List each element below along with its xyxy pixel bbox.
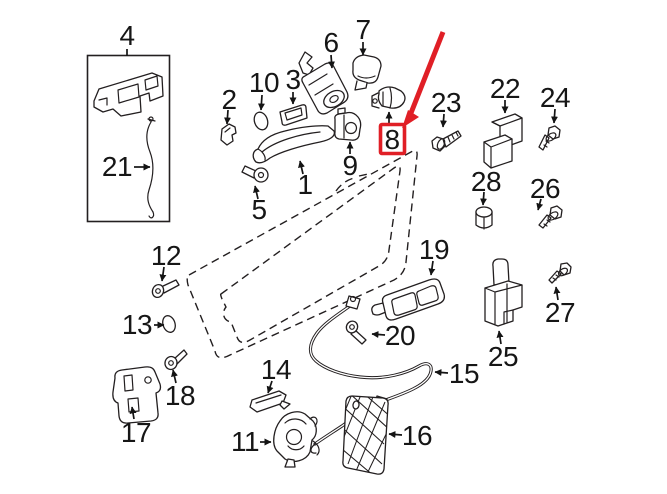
door-panel-outline — [186, 149, 418, 359]
part-24-bolt-drawing — [538, 125, 561, 151]
part-label-27[interactable]: 27 — [544, 297, 576, 328]
part-label-6[interactable]: 6 — [323, 27, 339, 58]
part-label-20[interactable]: 20 — [384, 320, 416, 351]
part-label-11[interactable]: 11 — [230, 426, 260, 457]
part-label-19[interactable]: 19 — [418, 234, 450, 265]
highlight-box — [378, 122, 407, 156]
part-26-bolt-drawing — [538, 205, 563, 229]
part-label-8[interactable]: 8 — [384, 124, 400, 155]
part-16-shield-drawing — [342, 395, 389, 475]
inset-box-part4 — [86, 54, 171, 223]
part-4-bracket-drawing — [93, 72, 164, 117]
part-17-striker-drawing — [112, 366, 162, 424]
part-7-cap-drawing — [352, 54, 382, 91]
part-label-25[interactable]: 25 — [487, 341, 519, 372]
part-12-screw-drawing — [151, 279, 180, 299]
part-label-17[interactable]: 17 — [120, 417, 152, 448]
part-label-4[interactable]: 4 — [119, 20, 135, 51]
part-5-screw-drawing — [241, 165, 269, 183]
part-label-14[interactable]: 14 — [260, 354, 292, 385]
part-23-bolt-drawing — [431, 130, 462, 152]
part-21-cable-drawing — [146, 116, 156, 219]
part-label-12[interactable]: 12 — [150, 240, 182, 271]
highlight-arrowhead — [402, 110, 419, 128]
part-10-gasket-drawing — [253, 111, 269, 131]
part-label-24[interactable]: 24 — [539, 82, 571, 113]
part-14-clip-drawing — [249, 390, 291, 413]
part-27-bolt-drawing — [548, 262, 572, 284]
part-6-lock-cylinder-drawing — [298, 51, 349, 115]
part-label-7[interactable]: 7 — [355, 14, 371, 45]
part-label-22[interactable]: 22 — [489, 73, 521, 104]
part-19-inside-handle-bezel-drawing — [371, 278, 446, 321]
part-label-28[interactable]: 28 — [470, 166, 502, 197]
part-label-26[interactable]: 26 — [529, 173, 561, 204]
part-25-actuator-drawing — [484, 258, 523, 327]
part-2-clip-drawing — [220, 123, 237, 146]
part-1-door-handle-drawing — [252, 125, 336, 164]
part-label-18[interactable]: 18 — [164, 380, 196, 411]
part-label-3[interactable]: 3 — [285, 64, 301, 95]
part-label-15[interactable]: 15 — [448, 358, 480, 389]
highlight-arrow — [408, 31, 446, 114]
part-label-9[interactable]: 9 — [342, 150, 358, 181]
highlight-annotation — [378, 31, 446, 156]
part-28-bumper-drawing — [475, 206, 493, 230]
part-11-latch-drawing — [273, 411, 320, 468]
part-label-16[interactable]: 16 — [401, 420, 433, 451]
callout-leader-arrows — [126, 42, 561, 446]
part-label-21[interactable]: 21 — [101, 151, 133, 182]
part-20-screw-drawing — [345, 320, 367, 345]
part-label-1[interactable]: 1 — [297, 169, 313, 200]
part-18-screw-drawing — [164, 349, 188, 371]
part-9-bracket-drawing — [334, 107, 362, 141]
part-label-13[interactable]: 13 — [121, 309, 153, 340]
part-label-2[interactable]: 2 — [221, 84, 237, 115]
part-label-10[interactable]: 10 — [248, 67, 280, 98]
part-22-bracket-drawing — [483, 113, 523, 169]
part-13-grommet-drawing — [162, 315, 176, 333]
part-3-bezel-drawing — [279, 104, 308, 126]
part-label-23[interactable]: 23 — [430, 87, 462, 118]
part-8-end-cap-drawing — [371, 86, 406, 109]
part-label-5[interactable]: 5 — [251, 194, 267, 225]
